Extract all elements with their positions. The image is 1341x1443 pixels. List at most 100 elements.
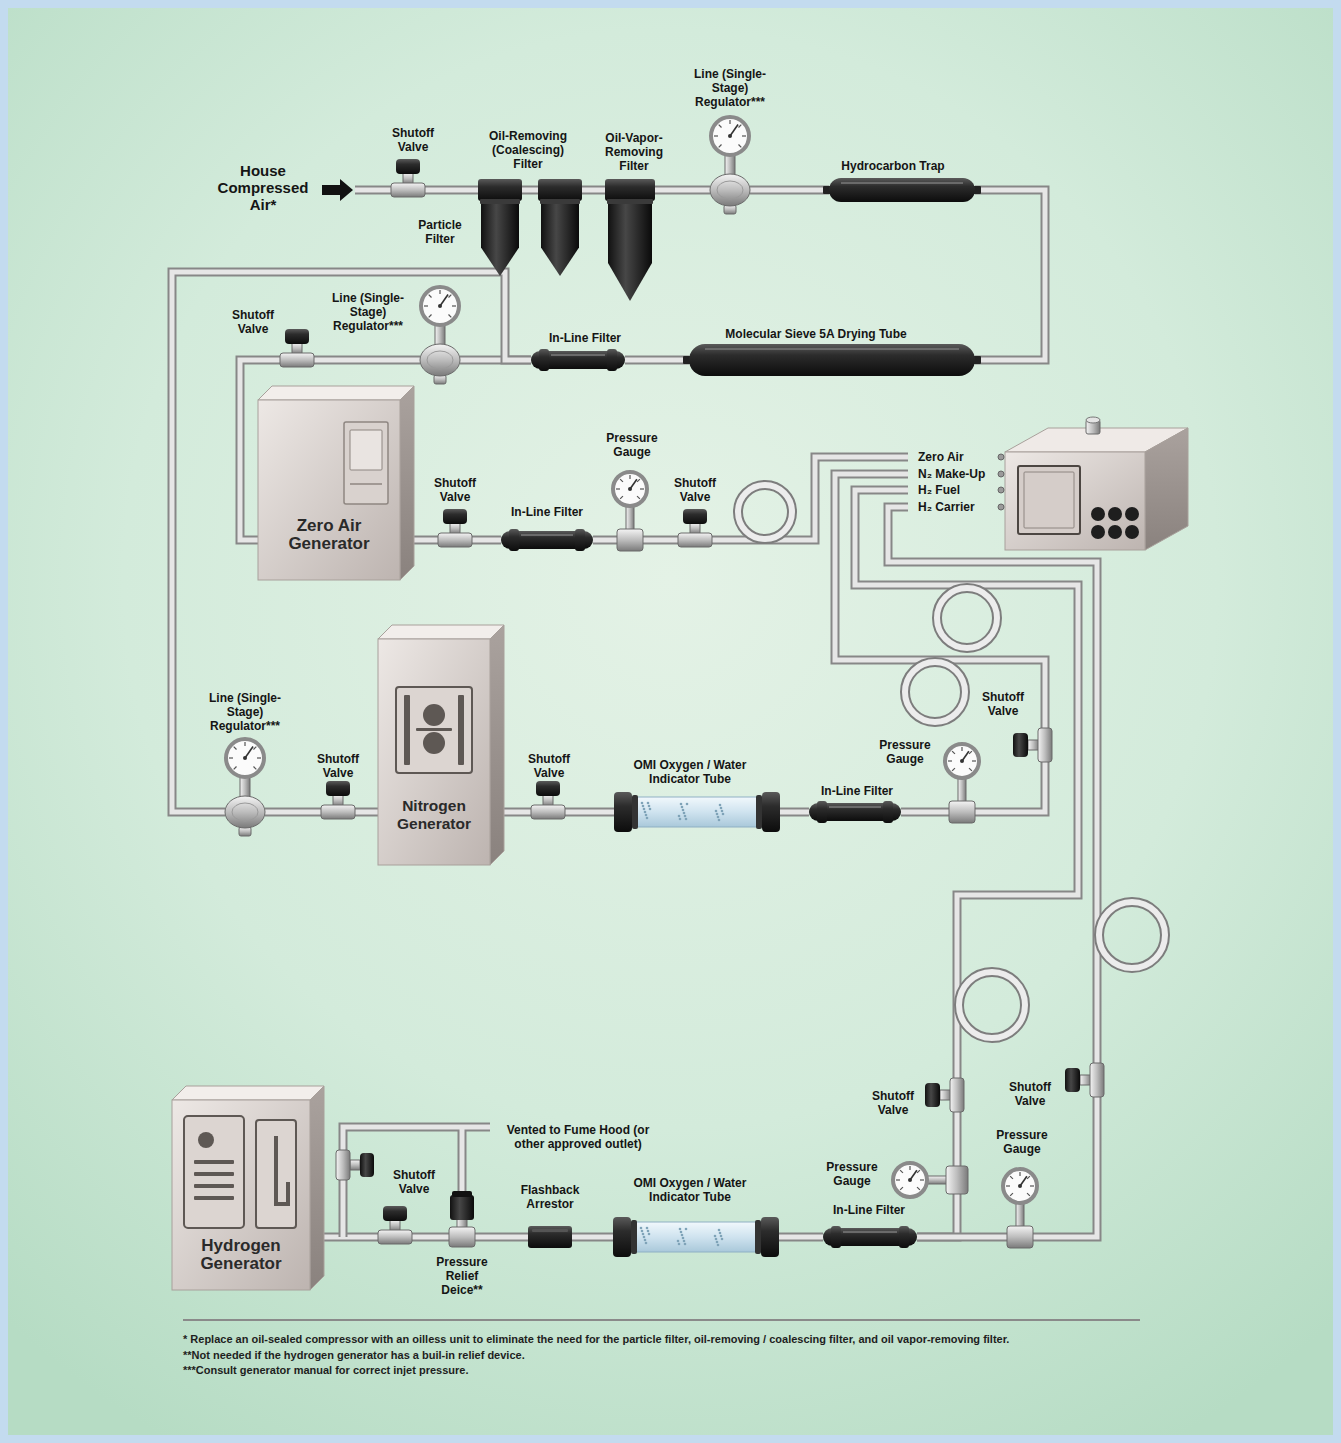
vent-valve-part — [336, 1150, 350, 1180]
vent-valve-part — [350, 1160, 360, 1170]
gas-line — [655, 190, 710, 191]
gas-line — [582, 190, 605, 191]
pressure-gauge-shape-part — [637, 479, 640, 482]
gas-line-part — [625, 358, 689, 363]
gas-line-part — [779, 1233, 823, 1242]
part-label: Shutoff Valve — [1003, 1080, 1057, 1108]
filter-housing: Oil-Vapor-Removing Filter — [605, 179, 655, 201]
line-regulator-shape-part — [719, 125, 722, 128]
line-regulator-shape-part — [225, 796, 265, 828]
shutoff-valve: Shutoff Valve — [280, 353, 314, 367]
indicator-tube-shape-part — [679, 818, 682, 821]
filter-housing-shape-part — [480, 199, 520, 204]
part-label: Shutoff Valve — [866, 1089, 920, 1117]
pressure-gauge-shape-part — [958, 778, 966, 802]
shutoff-valve-shape — [531, 805, 565, 819]
gas-line-part — [572, 1233, 613, 1242]
gas-line-part — [917, 1233, 1007, 1242]
shutoff-valve: Shutoff Valve — [1038, 728, 1052, 762]
gas-line-part — [593, 538, 617, 543]
gas-generator-shape-part — [458, 695, 464, 765]
part-label: Shutoff Valve — [522, 752, 576, 780]
pressure-gauge-shape-part — [626, 506, 634, 530]
shutoff-valve-shape-part — [403, 173, 413, 184]
shutoff-valve-shape-part — [1038, 728, 1052, 762]
gas-generator-shape-part — [172, 1086, 324, 1100]
pressure-gauge-shape-part — [620, 496, 623, 499]
line-regulator-shape-part — [714, 135, 718, 136]
indicator-tube-shape-part — [680, 803, 683, 806]
inline-filter-shape-part — [829, 806, 881, 808]
line-regulator-shape-part — [448, 295, 451, 298]
shutoff-valve-shape-part — [396, 159, 420, 174]
gas-line-part — [582, 186, 605, 195]
indicator-tube: OMI Oxygen / Water Indicator Tube — [613, 1217, 779, 1257]
line-regulator-shape-part — [243, 756, 247, 760]
part-label: Pressure Gauge — [875, 738, 935, 766]
indicator-tube-shape-part — [714, 1235, 717, 1238]
gas-line-part — [780, 808, 809, 817]
shutoff-valve-shape-part — [925, 1083, 940, 1107]
gas-chromatograph-shape-part — [1125, 507, 1139, 521]
indicator-tube-shape-part — [644, 1239, 647, 1242]
line-regulator-shape-part — [234, 766, 237, 769]
gas-line-part — [901, 810, 949, 815]
indicator-tube-shape-part — [628, 797, 766, 827]
gas-generator-shape-part — [194, 1196, 234, 1200]
indicator-tube-shape-part — [717, 816, 720, 819]
pressure-gauge-shape-part — [896, 1179, 900, 1180]
gas-line — [314, 360, 420, 361]
gas-line-part — [975, 762, 1045, 812]
gas-line-part — [655, 188, 710, 193]
gas-line — [643, 540, 678, 541]
tubing-coil-part — [905, 662, 965, 722]
pressure-gauge-shape-part — [900, 1170, 903, 1173]
gas-line-part — [412, 1233, 449, 1242]
gas-chromatograph-shape-part — [1024, 472, 1074, 528]
shutoff-valve-shape-part — [678, 533, 712, 547]
tubing-coil-part — [959, 972, 1025, 1038]
indicator-tube-shape-part — [648, 1233, 651, 1236]
indicator-tube-shape-part — [720, 807, 723, 810]
line-regulator-shape-part — [728, 134, 732, 138]
shutoff-valve-shape-part — [1028, 740, 1039, 750]
gas-generator-shape-part — [256, 1120, 296, 1228]
gas-generator: Hydrogen Generator — [172, 1100, 310, 1290]
gas-generator-shape-part — [194, 1184, 234, 1188]
gas-line-part — [917, 1194, 957, 1237]
line-regulator-shape-part — [742, 135, 746, 136]
gas-chromatograph-shape-part — [1091, 507, 1105, 521]
inline-filter-shape — [501, 531, 593, 549]
pressure-gauge-shape-part — [1018, 1184, 1022, 1188]
gas-line-part — [472, 536, 501, 545]
gas-line — [355, 812, 378, 813]
shutoff-valve-shape — [678, 533, 712, 547]
line-regulator-shape-part — [421, 287, 459, 325]
gas-generator-shape-part — [344, 422, 388, 504]
gas-line — [750, 190, 829, 191]
pressure-gauge: Pressure Gauge — [949, 801, 975, 823]
shutoff-valve-shape — [321, 805, 355, 819]
pressure-gauge-shape-part — [1027, 1193, 1030, 1196]
inlet-arrow — [322, 179, 353, 201]
tubing-coil-part — [905, 662, 965, 722]
gas-line-part — [750, 188, 829, 193]
gas-line-part — [565, 808, 614, 817]
gas-line-part — [582, 188, 605, 193]
shutoff-valve: Shutoff Valve — [531, 805, 565, 819]
indicator-tube-shape-part — [683, 1240, 686, 1243]
gas-generator-shape-part — [194, 1160, 234, 1164]
line-regulator: Line (Single-Stage) Regulator*** — [420, 344, 460, 376]
gas-line — [572, 1237, 613, 1238]
indicator-tube-shape-part — [756, 795, 762, 829]
tubing-coil-part — [738, 485, 792, 539]
gas-line-part — [314, 356, 420, 365]
shutoff-valve-shape — [950, 1078, 964, 1112]
indicator-tube-shape-part — [755, 1220, 761, 1254]
line-regulator-shape-part — [257, 757, 261, 758]
line-regulator-shape-part — [429, 314, 432, 317]
part-label: OMI Oxygen / Water Indicator Tube — [620, 1176, 760, 1204]
shutoff-valve-shape-part — [450, 523, 460, 534]
gas-line-part — [572, 1235, 613, 1240]
shutoff-valve-shape-part — [383, 1206, 407, 1221]
